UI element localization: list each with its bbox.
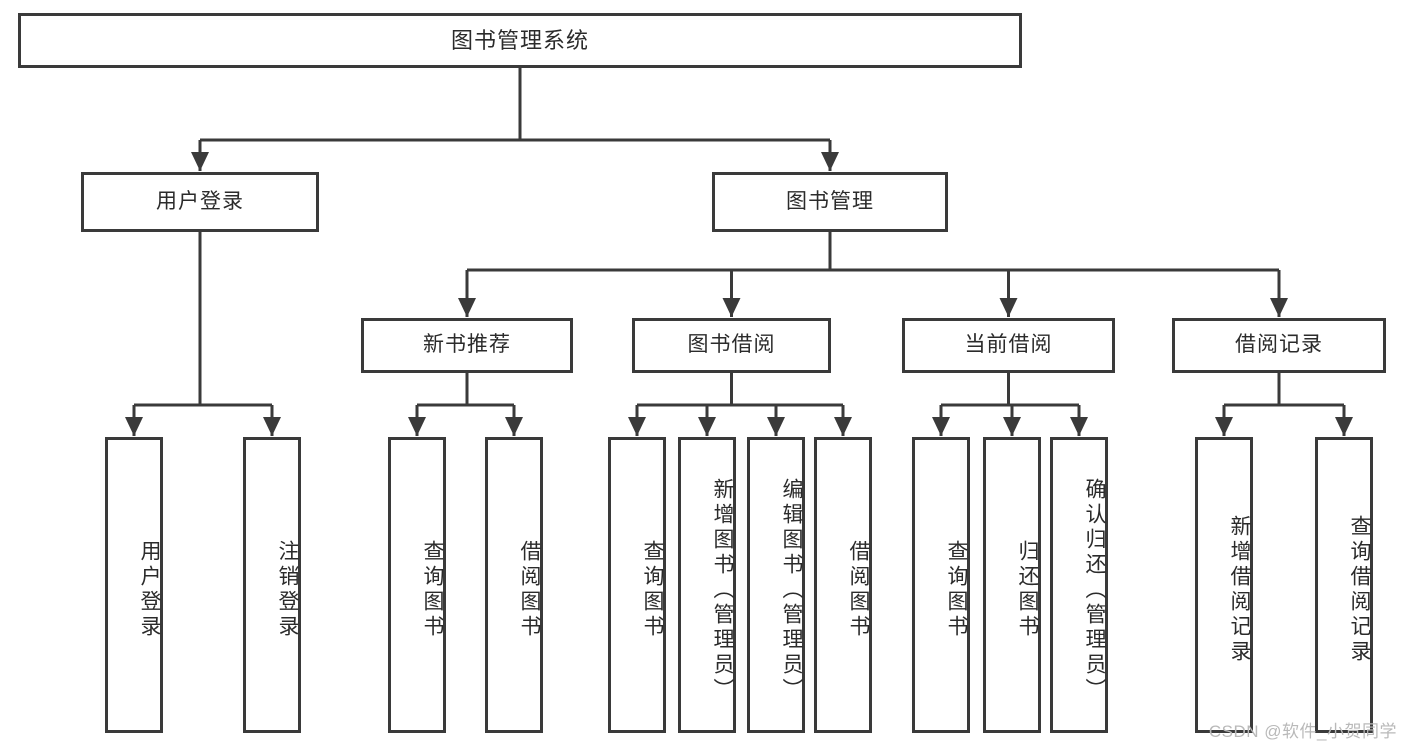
leaf-node-5-label: 新增图书（管理员） xyxy=(711,477,734,703)
leaf-node-3[interactable]: 借阅图书 xyxy=(485,437,543,733)
leaf-node-8[interactable]: 查询图书 xyxy=(912,437,970,733)
leaf-node-7[interactable]: 借阅图书 xyxy=(814,437,872,733)
leaf-node-1[interactable]: 注销登录 xyxy=(243,437,301,733)
level2-node-1-label: 图书管理 xyxy=(786,189,874,213)
leaf-node-10[interactable]: 确认归还（管理员） xyxy=(1050,437,1108,733)
leaf-node-6[interactable]: 编辑图书（管理员） xyxy=(747,437,805,733)
leaf-node-10-label: 确认归还（管理员） xyxy=(1083,477,1106,703)
csdn-watermark: CSDN @软件_小贺同学 xyxy=(1208,722,1397,741)
root-node-book-management-system[interactable]: 图书管理系统 xyxy=(18,13,1022,68)
root-node-book-management-system-label: 图书管理系统 xyxy=(450,27,589,53)
level3-node-0[interactable]: 新书推荐 xyxy=(361,318,573,373)
level3-node-3-label: 借阅记录 xyxy=(1235,333,1323,357)
leaf-node-4[interactable]: 查询图书 xyxy=(608,437,666,733)
leaf-node-9-label: 归还图书 xyxy=(1016,540,1039,640)
leaf-node-2-label: 查询图书 xyxy=(421,540,444,640)
leaf-node-7-label: 借阅图书 xyxy=(847,540,870,640)
leaf-node-3-label: 借阅图书 xyxy=(518,540,541,640)
leaf-node-2[interactable]: 查询图书 xyxy=(388,437,446,733)
leaf-node-6-label: 编辑图书（管理员） xyxy=(780,477,803,703)
leaf-node-12-label: 查询借阅记录 xyxy=(1348,515,1371,665)
leaf-node-8-label: 查询图书 xyxy=(945,540,968,640)
leaf-node-12[interactable]: 查询借阅记录 xyxy=(1315,437,1373,733)
level3-node-2[interactable]: 当前借阅 xyxy=(902,318,1115,373)
level3-node-1[interactable]: 图书借阅 xyxy=(632,318,831,373)
level2-node-0-label: 用户登录 xyxy=(156,189,244,213)
leaf-node-4-label: 查询图书 xyxy=(641,540,664,640)
level2-node-1[interactable]: 图书管理 xyxy=(712,172,948,232)
leaf-node-1-label: 注销登录 xyxy=(276,540,299,640)
leaf-node-11-label: 新增借阅记录 xyxy=(1228,515,1251,665)
level3-node-2-label: 当前借阅 xyxy=(964,333,1053,357)
leaf-node-11[interactable]: 新增借阅记录 xyxy=(1195,437,1253,733)
leaf-node-0[interactable]: 用户登录 xyxy=(105,437,163,733)
leaf-node-5[interactable]: 新增图书（管理员） xyxy=(678,437,736,733)
leaf-node-9[interactable]: 归还图书 xyxy=(983,437,1041,733)
level3-node-3[interactable]: 借阅记录 xyxy=(1172,318,1386,373)
level3-node-1-label: 图书借阅 xyxy=(687,333,776,357)
level2-node-0[interactable]: 用户登录 xyxy=(81,172,319,232)
leaf-node-0-label: 用户登录 xyxy=(138,540,161,640)
level3-node-0-label: 新书推荐 xyxy=(423,333,511,357)
